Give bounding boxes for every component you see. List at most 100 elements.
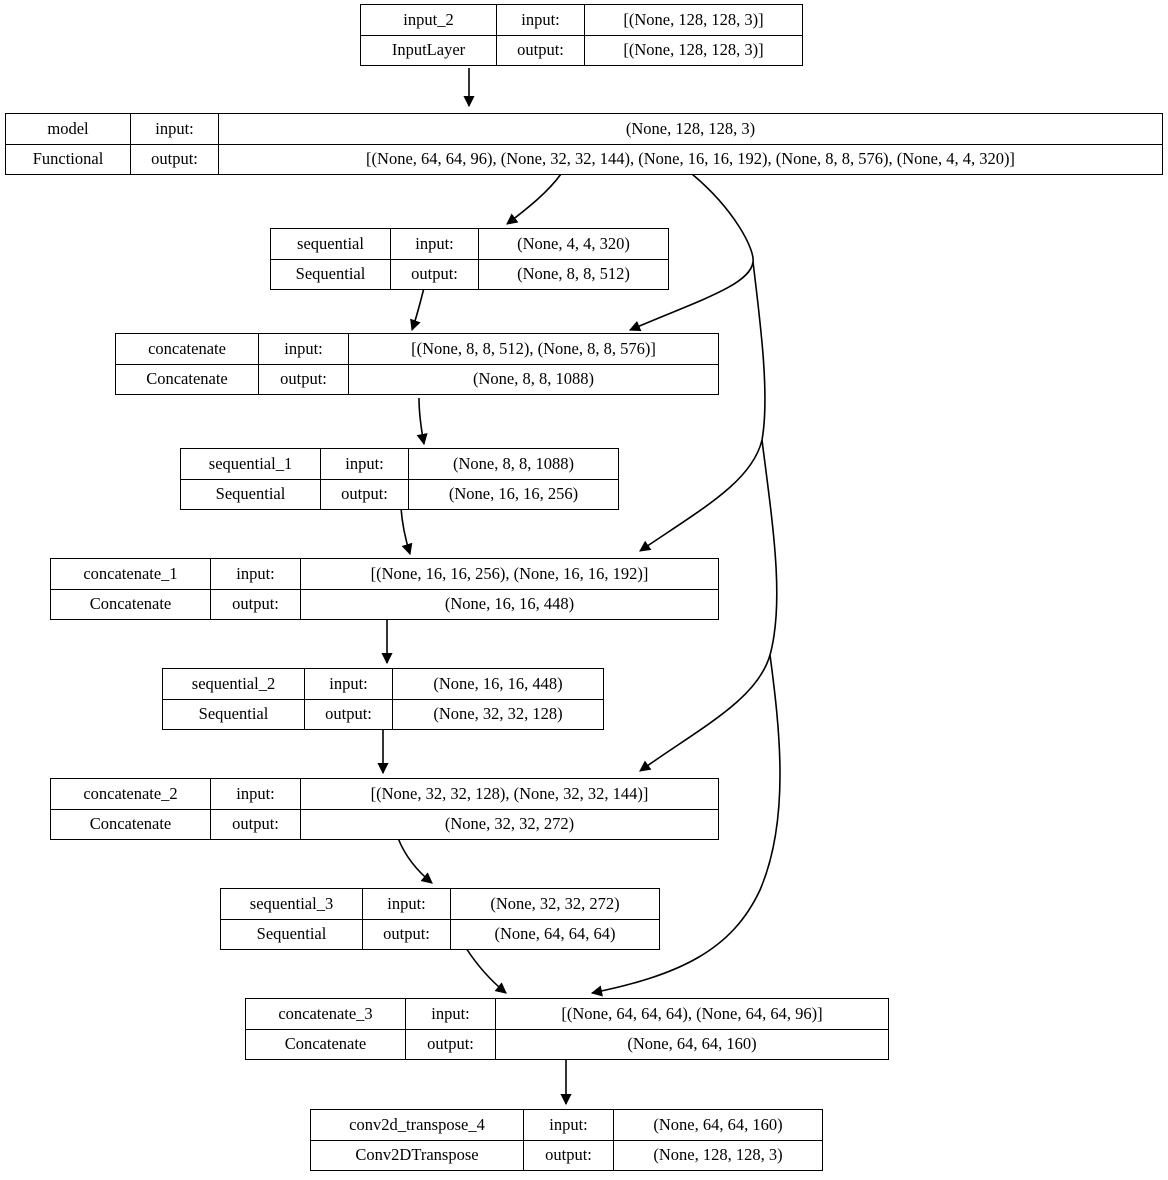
node-sequential_1-name: sequential_1: [181, 449, 321, 479]
node-concatenate_1-output-shape: (None, 16, 16, 448): [444, 594, 575, 613]
node-conv2d_transpose_4-output-shape: (None, 128, 128, 3): [653, 1145, 783, 1164]
node-concatenate_1-input-key: input:: [211, 559, 301, 589]
node-model-name: model: [6, 114, 131, 144]
node-concatenate_1[interactable]: concatenate_1 input: [(None, 16, 16, 256…: [50, 558, 719, 620]
node-concatenate-input-shape: [(None, 8, 8, 512), (None, 8, 8, 576)]: [411, 338, 656, 358]
node-model-output-row: Functional output: [(None, 64, 64, 96), …: [6, 144, 1162, 174]
node-concatenate_3-input-shape: [(None, 64, 64, 64), (None, 64, 64, 96)]: [561, 1003, 823, 1023]
node-sequential_3[interactable]: sequential_3 input: (None, 32, 32, 272) …: [220, 888, 660, 950]
node-conv2d_transpose_4-input-key: input:: [524, 1110, 614, 1140]
node-sequential_1-output-key: output:: [321, 479, 409, 509]
node-model-input-key: input:: [131, 114, 219, 144]
node-input_2-output-row: InputLayer output: [(None, 128, 128, 3)]: [361, 35, 802, 65]
node-sequential_2-output-row: Sequential output: (None, 32, 32, 128): [163, 699, 603, 729]
node-sequential_1-class: Sequential: [181, 479, 321, 509]
node-model-input-shape: (None, 128, 128, 3): [625, 118, 756, 138]
node-concatenate_3-input-key: input:: [406, 999, 496, 1029]
node-input_2-input-shape: [(None, 128, 128, 3)]: [623, 9, 764, 29]
edge-model-concatenate_1: [639, 261, 766, 552]
node-sequential_3-class: Sequential: [221, 919, 363, 949]
node-model-class: Functional: [6, 144, 131, 174]
node-concatenate_3-name: concatenate_3: [246, 999, 406, 1029]
node-concatenate-output-key: output:: [259, 364, 349, 394]
node-concatenate-input-row: concatenate input: [(None, 8, 8, 512), (…: [116, 334, 718, 365]
node-concatenate-class: Concatenate: [116, 364, 259, 394]
node-sequential_2-input-key: input:: [305, 669, 393, 699]
node-input_2-output-shape: [(None, 128, 128, 3)]: [623, 40, 764, 59]
node-sequential_1-output-row: Sequential output: (None, 16, 16, 256): [181, 479, 618, 509]
node-conv2d_transpose_4-class: Conv2DTranspose: [311, 1140, 524, 1170]
node-sequential_3-input-row: sequential_3 input: (None, 32, 32, 272): [221, 889, 659, 920]
node-input_2-output-key: output:: [497, 35, 585, 65]
node-sequential_2-input-shape: (None, 16, 16, 448): [433, 673, 563, 693]
node-concatenate_1-input-shape: [(None, 16, 16, 256), (None, 16, 16, 192…: [370, 563, 649, 583]
node-sequential_1-input-shape: (None, 8, 8, 1088): [453, 453, 574, 473]
node-sequential-name: sequential: [271, 229, 391, 259]
node-conv2d_transpose_4-output-row: Conv2DTranspose output: (None, 128, 128,…: [311, 1140, 822, 1170]
node-model[interactable]: model input: (None, 128, 128, 3) Functio…: [5, 113, 1163, 175]
node-sequential_3-output-key: output:: [363, 919, 451, 949]
node-sequential_1-input-row: sequential_1 input: (None, 8, 8, 1088): [181, 449, 618, 480]
node-input_2-class: InputLayer: [361, 35, 497, 65]
node-sequential_3-input-shape: (None, 32, 32, 272): [490, 893, 620, 913]
node-concatenate_3-output-key: output:: [406, 1029, 496, 1059]
node-sequential_3-name: sequential_3: [221, 889, 363, 919]
node-sequential_2-class: Sequential: [163, 699, 305, 729]
node-concatenate_2-input-row: concatenate_2 input: [(None, 32, 32, 128…: [51, 779, 718, 810]
node-concatenate_2[interactable]: concatenate_2 input: [(None, 32, 32, 128…: [50, 778, 719, 840]
node-sequential-output-row: Sequential output: (None, 8, 8, 512): [271, 259, 668, 289]
node-concatenate_2-output-key: output:: [211, 809, 301, 839]
node-concatenate[interactable]: concatenate input: [(None, 8, 8, 512), (…: [115, 333, 719, 395]
node-concatenate_2-output-shape: (None, 32, 32, 272): [444, 814, 575, 833]
node-sequential_2-output-shape: (None, 32, 32, 128): [433, 704, 563, 723]
node-input_2[interactable]: input_2 input: [(None, 128, 128, 3)] Inp…: [360, 4, 803, 66]
node-sequential-output-key: output:: [391, 259, 479, 289]
edge-sequential_3-concatenate_3: [465, 947, 507, 994]
node-sequential_3-output-shape: (None, 64, 64, 64): [494, 924, 616, 943]
node-concatenate_2-output-row: Concatenate output: (None, 32, 32, 272): [51, 809, 718, 839]
node-concatenate_3-output-row: Concatenate output: (None, 64, 64, 160): [246, 1029, 888, 1059]
node-sequential-input-shape: (None, 4, 4, 320): [517, 233, 630, 253]
node-sequential-class: Sequential: [271, 259, 391, 289]
node-sequential_3-output-row: Sequential output: (None, 64, 64, 64): [221, 919, 659, 949]
node-sequential-input-row: sequential input: (None, 4, 4, 320): [271, 229, 668, 260]
node-concatenate-input-key: input:: [259, 334, 349, 364]
edge-sequential-concatenate: [410, 287, 425, 332]
node-sequential_2[interactable]: sequential_2 input: (None, 16, 16, 448) …: [162, 668, 604, 730]
node-conv2d_transpose_4-input-shape: (None, 64, 64, 160): [653, 1114, 783, 1134]
node-model-output-key: output:: [131, 144, 219, 174]
node-sequential-output-shape: (None, 8, 8, 512): [517, 264, 630, 283]
node-model-input-row: model input: (None, 128, 128, 3): [6, 114, 1162, 145]
node-sequential_2-name: sequential_2: [163, 669, 305, 699]
edge-concatenate_2-sequential_3: [397, 837, 433, 884]
node-concatenate_3-output-shape: (None, 64, 64, 160): [627, 1034, 757, 1053]
node-concatenate_2-input-shape: [(None, 32, 32, 128), (None, 32, 32, 144…: [370, 783, 649, 803]
node-concatenate_2-input-key: input:: [211, 779, 301, 809]
node-sequential_2-input-row: sequential_2 input: (None, 16, 16, 448): [163, 669, 603, 700]
node-concatenate_3-input-row: concatenate_3 input: [(None, 64, 64, 64)…: [246, 999, 888, 1030]
node-sequential_1-input-key: input:: [321, 449, 409, 479]
node-concatenate_3[interactable]: concatenate_3 input: [(None, 64, 64, 64)…: [245, 998, 889, 1060]
node-sequential_2-output-key: output:: [305, 699, 393, 729]
node-input_2-input-row: input_2 input: [(None, 128, 128, 3)]: [361, 5, 802, 36]
node-conv2d_transpose_4[interactable]: conv2d_transpose_4 input: (None, 64, 64,…: [310, 1109, 823, 1171]
node-concatenate_2-class: Concatenate: [51, 809, 211, 839]
node-sequential_1[interactable]: sequential_1 input: (None, 8, 8, 1088) S…: [180, 448, 619, 510]
node-concatenate-name: concatenate: [116, 334, 259, 364]
node-input_2-name: input_2: [361, 5, 497, 35]
node-concatenate_1-input-row: concatenate_1 input: [(None, 16, 16, 256…: [51, 559, 718, 590]
node-concatenate_2-name: concatenate_2: [51, 779, 211, 809]
node-sequential[interactable]: sequential input: (None, 4, 4, 320) Sequ…: [270, 228, 669, 290]
node-concatenate-output-row: Concatenate output: (None, 8, 8, 1088): [116, 364, 718, 394]
node-concatenate_1-output-key: output:: [211, 589, 301, 619]
node-model-output-shape: [(None, 64, 64, 96), (None, 32, 32, 144)…: [366, 149, 1015, 168]
node-concatenate_1-class: Concatenate: [51, 589, 211, 619]
node-concatenate-output-shape: (None, 8, 8, 1088): [473, 369, 594, 388]
edge-model-sequential: [506, 173, 562, 225]
node-conv2d_transpose_4-name: conv2d_transpose_4: [311, 1110, 524, 1140]
node-conv2d_transpose_4-input-row: conv2d_transpose_4 input: (None, 64, 64,…: [311, 1110, 822, 1141]
node-sequential_1-output-shape: (None, 16, 16, 256): [448, 484, 579, 503]
node-concatenate_1-name: concatenate_1: [51, 559, 211, 589]
node-conv2d_transpose_4-output-key: output:: [524, 1140, 614, 1170]
